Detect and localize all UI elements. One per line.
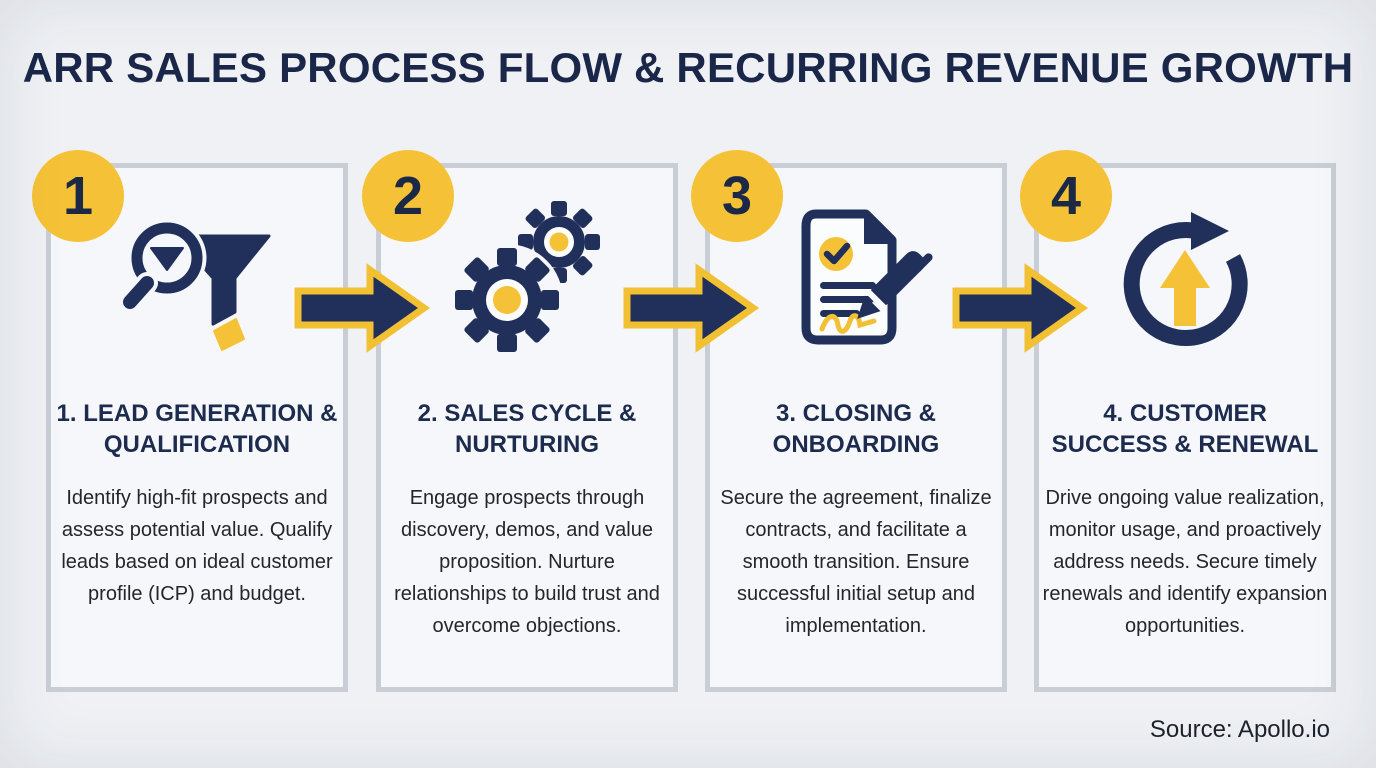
step-title: 2. SALES CYCLE & NURTURING: [417, 400, 637, 458]
step-title: 1. LEAD GENERATION & QUALIFICATION: [56, 400, 338, 458]
step-number: 1: [62, 166, 94, 226]
step-card-lead-generation: 1 1. LEAD GENERATION & QUALIFICATION Ide…: [32, 150, 348, 692]
step-card-closing-onboarding: 3 3. CLOSING & ONBOARDING Sec: [691, 150, 1007, 692]
step-number-badge: 3: [691, 150, 783, 242]
step-number: 3: [721, 166, 753, 226]
flow-arrow-2: [623, 263, 760, 353]
flow-arrow-3: [952, 263, 1089, 353]
step-icon-box: [51, 194, 343, 362]
step-description: Engage prospects through discovery, demo…: [394, 487, 660, 637]
contract-signing-icon: [801, 209, 933, 345]
page-title: ARR SALES PROCESS FLOW & RECURRING REVEN…: [22, 44, 1354, 91]
step-number-badge: 2: [362, 150, 454, 242]
step-number: 4: [1050, 166, 1082, 226]
step-description: Identify high-fit prospects and assess p…: [61, 487, 333, 605]
step-number-badge: 4: [1020, 150, 1112, 242]
gears-icon: [451, 201, 600, 356]
step-number: 2: [392, 166, 424, 226]
source-credit: Source: Apollo.io: [1149, 716, 1330, 743]
step-number-badge: 1: [32, 150, 124, 242]
step-title: 3. CLOSING & ONBOARDING: [772, 400, 940, 458]
step-card-sales-cycle: 2: [362, 150, 678, 692]
step-title: 4. CUSTOMER SUCCESS & RENEWAL: [1051, 400, 1319, 458]
renewal-cycle-icon: [1123, 212, 1248, 346]
flow-arrow-1: [294, 263, 431, 353]
step-description: Secure the agreement, finalize contracts…: [720, 487, 992, 637]
step-icon-box: [381, 194, 673, 362]
step-icon-box: [710, 194, 1002, 362]
step-card-customer-success: 4 4. CUSTOMER SUCCESS & RENEWAL Drive on…: [1020, 150, 1336, 692]
search-funnel-icon: [119, 218, 271, 351]
step-description: Drive ongoing value realization, monitor…: [1042, 487, 1328, 637]
step-icon-box: [1039, 194, 1331, 362]
